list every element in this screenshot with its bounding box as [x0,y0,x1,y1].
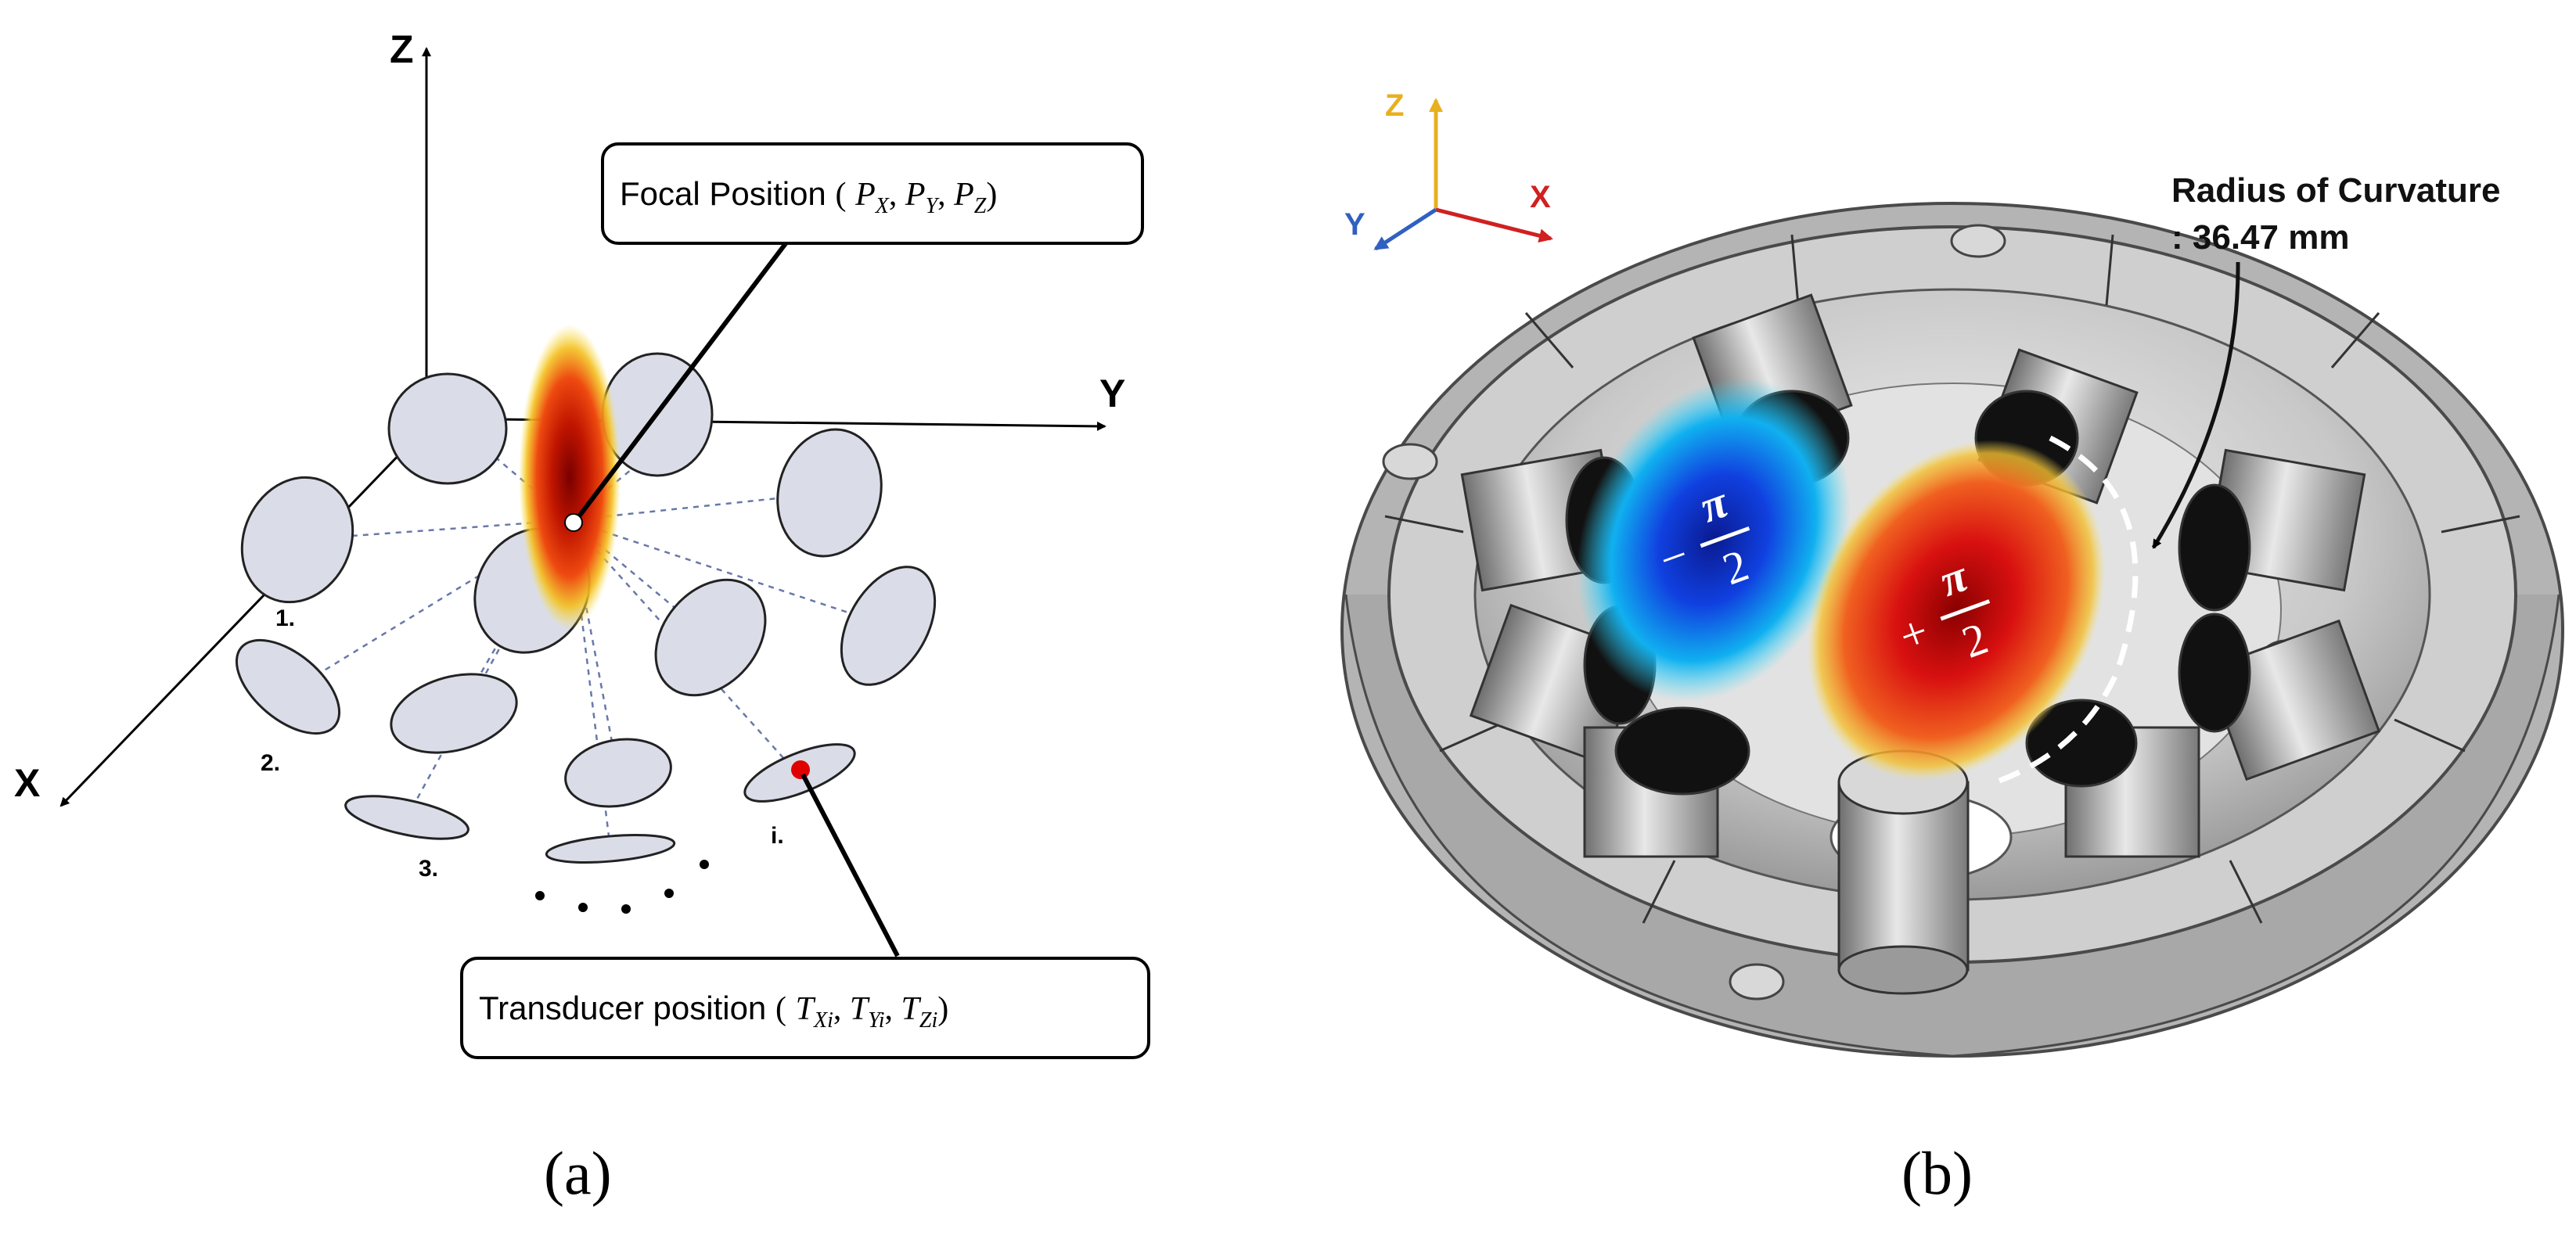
curvature-arc [1994,435,2139,785]
triad-x-axis [1435,207,1553,243]
transducer-disk [776,428,883,558]
orientation-triad: Z X Y [1344,88,1553,251]
ellipsis-dots [535,860,709,914]
panel-b: Z X Y [1340,88,2564,1058]
transducer-cylinder [1837,749,1970,995]
focal-point-marker [564,513,583,532]
transducer-cylinder [2025,699,2200,858]
index-label-1: 1. [275,605,295,631]
transducer-disk [564,738,672,808]
transducer-pointer-line [801,773,900,957]
index-label-2: 2. [261,750,280,776]
x-axis-label: X [14,761,40,805]
radius-pointer-arrow [2151,261,2240,549]
transducer-housing: − π 2 + π 2 [1340,202,2564,1058]
transducer-disk [654,578,767,697]
transducer-cylinder [2178,613,2381,781]
transducer-disk [545,834,676,864]
transducer-position-callout: Transducer position ( TXi, TYi, TZi) [460,957,1150,1059]
transducer-disk [240,476,354,604]
transducer-position-text: Transducer position [479,990,766,1026]
index-label-3: 3. [419,856,438,882]
focal-position-callout: Focal Position ( PX, PY, PZ) [601,142,1144,245]
transducer-cylinders [1460,293,2381,995]
radius-value: : 36.47 mm [2171,218,2349,257]
transducer-cylinder [2178,448,2366,612]
z-axis-label: Z [390,27,414,71]
transducer-point-marker [791,760,810,779]
panel-a-label: (a) [544,1139,612,1207]
x-axis [59,425,428,807]
triad-x-label: X [1530,180,1551,214]
panel-b-label: (b) [1901,1139,1973,1207]
svg-text:Transducer position (: Transducer position ( TXi, TYi, TZi) [479,990,948,1033]
transducer-disk [840,566,937,686]
transducer-disk [387,372,508,485]
svg-text:Focal Position (: Focal Position ( PX, PY, PZ) [620,175,997,218]
triad-y-axis [1373,207,1437,251]
focal-pointer-line [577,241,789,518]
panel-a: Z Y X 1. 2. 3. i. [14,27,1150,1059]
positive-phase-spot [1807,440,2106,781]
focal-spot [519,325,621,630]
triad-z-label: Z [1385,88,1404,123]
y-axis-label: Y [1099,372,1125,415]
transducer-cylinder [1583,706,1750,858]
radius-title: Radius of Curvature [2171,171,2501,210]
triad-y-label: Y [1344,207,1365,242]
index-label-i: i. [771,823,784,849]
focal-position-text: Focal Position [620,175,826,212]
transducer-disk [344,795,470,840]
transducer-disk [235,638,341,735]
transducer-disk [390,673,518,754]
